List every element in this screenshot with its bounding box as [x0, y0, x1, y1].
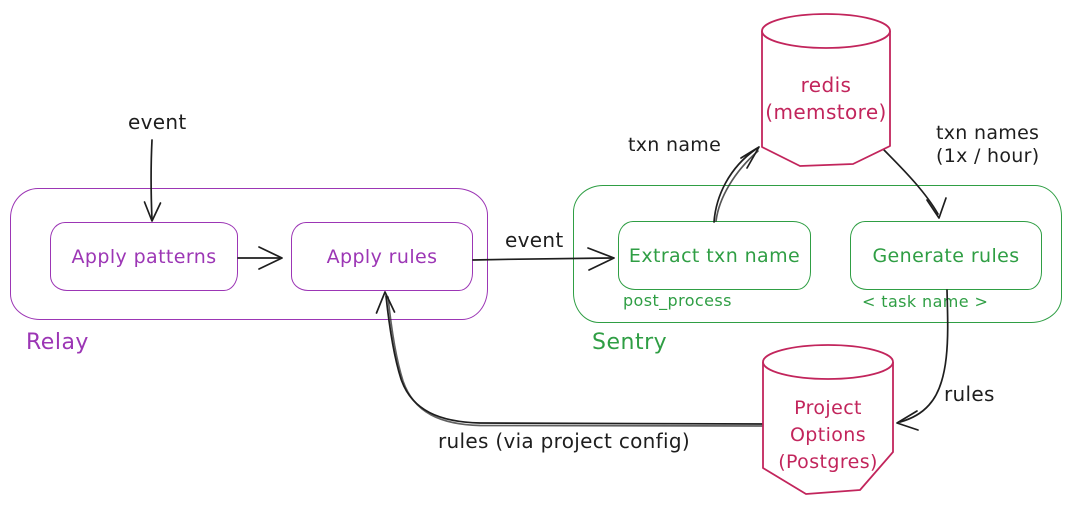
sentry-label: Sentry	[592, 330, 668, 355]
extract-txn-name-label: Extract txn name	[628, 244, 801, 267]
rules-label: rules	[944, 382, 995, 406]
txn-names-label: txn names (1x / hour)	[936, 122, 1039, 168]
redis-cylinder-top	[761, 13, 891, 49]
apply-rules-node: Apply rules	[291, 222, 473, 291]
event-mid-label: event	[505, 228, 564, 252]
generate-rules-label: Generate rules	[872, 244, 1020, 267]
apply-patterns-node: Apply patterns	[50, 222, 238, 291]
project-options-line1: Project	[794, 397, 862, 419]
apply-rules-label: Apply rules	[326, 245, 438, 268]
arrow-generate-to-projopts-head	[896, 410, 919, 431]
redis-datastore-label: redis (memstore)	[760, 72, 892, 126]
arrow-extract-to-redis-head	[740, 146, 760, 169]
project-options-line2: Options	[789, 424, 867, 446]
txn-names-line2: (1x / hour)	[936, 145, 1040, 167]
relay-container	[10, 188, 488, 320]
txn-name-label: txn name	[628, 134, 722, 156]
task-name-subtitle: < task name >	[862, 292, 989, 311]
project-options-datastore-label: Project Options (Postgres)	[763, 395, 893, 476]
post-process-subtitle: post_process	[623, 291, 732, 310]
sentry-container	[573, 185, 1062, 323]
event-in-label: event	[128, 110, 187, 134]
project-options-cylinder-top	[762, 344, 894, 380]
relay-label: Relay	[26, 330, 89, 355]
redis-name: redis	[800, 73, 852, 97]
extract-txn-name-node: Extract txn name	[618, 221, 811, 290]
txn-names-line1: txn names	[936, 122, 1040, 144]
redis-subname: (memstore)	[765, 100, 887, 124]
apply-patterns-label: Apply patterns	[71, 245, 217, 268]
generate-rules-node: Generate rules	[850, 221, 1042, 290]
project-options-line3: (Postgres)	[778, 451, 878, 473]
rules-via-project-config-label: rules (via project config)	[438, 429, 690, 453]
